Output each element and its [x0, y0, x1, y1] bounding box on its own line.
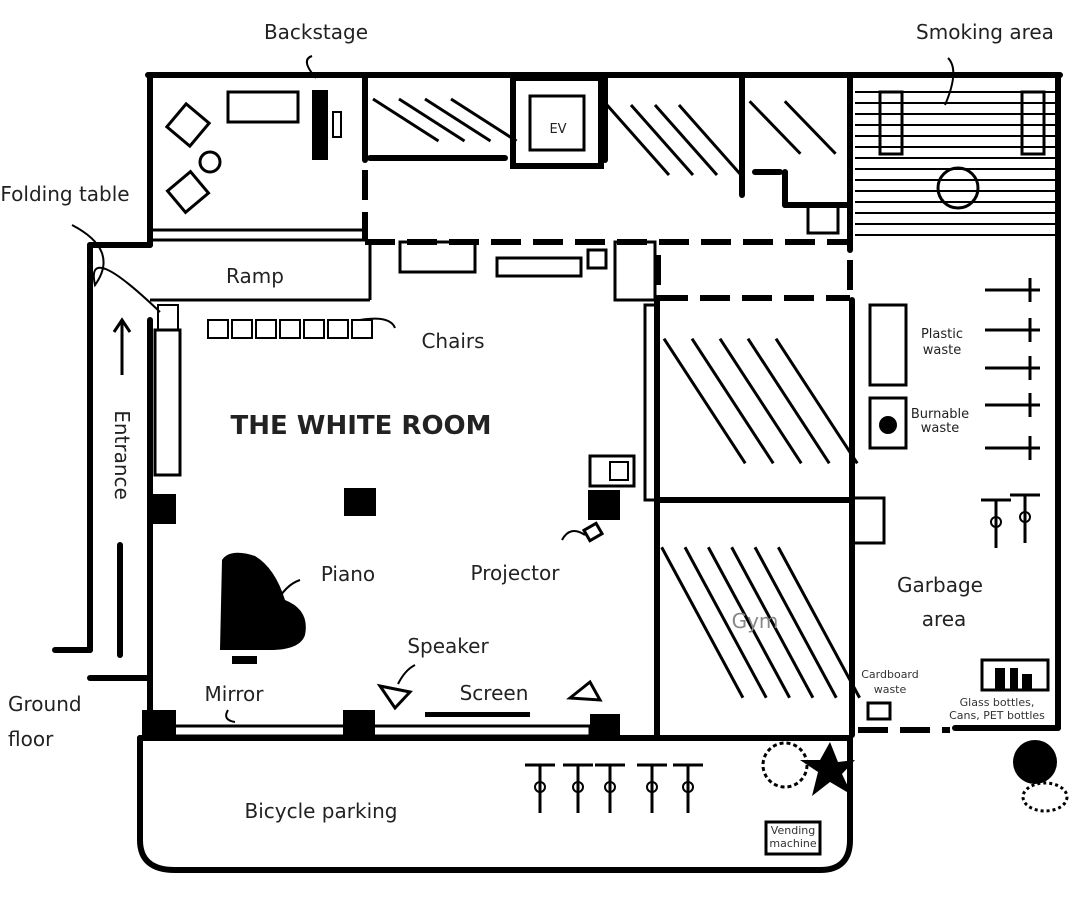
bicycle-icon [595, 763, 625, 813]
chair-icon [279, 319, 301, 339]
chair-icon [303, 319, 325, 339]
label-ev: EV [549, 122, 566, 137]
label-ramp: Ramp [226, 264, 284, 288]
bicycle-seat [604, 781, 616, 793]
label-backstage: Backstage [264, 20, 368, 44]
tree-icon [1013, 740, 1057, 784]
hatch-line [662, 337, 747, 465]
label-folding-table: Folding table [0, 182, 129, 206]
hatch-line [707, 546, 791, 699]
chair-icon [327, 319, 349, 339]
hatch-line [783, 100, 837, 155]
hatch-line [774, 337, 859, 465]
floor-label-1: Ground [8, 692, 82, 716]
bicycle-icon [985, 278, 1040, 302]
hatch-line [748, 100, 802, 155]
bicycle-icon [637, 763, 667, 813]
hatch-line [450, 97, 518, 143]
bicycle-icon [673, 763, 703, 813]
hatch-line [777, 546, 861, 699]
bicycle-icon [985, 436, 1040, 460]
bicycle-seat [572, 781, 584, 793]
room-title: THE WHITE ROOM [230, 411, 491, 441]
hatch-line [372, 97, 440, 143]
label-entrance: Entrance [110, 410, 134, 500]
hatch-line [653, 104, 719, 176]
label-mirror: Mirror [205, 682, 265, 706]
hatch-line [683, 546, 768, 699]
label-speaker: Speaker [407, 634, 489, 658]
label-piano: Piano [321, 562, 375, 586]
label-projector: Projector [471, 561, 561, 585]
hatch-line [746, 337, 831, 465]
bicycle-icon [985, 393, 1040, 417]
smoking-deck [855, 91, 1056, 236]
bicycles [525, 278, 1040, 813]
label-gym: Gym [732, 609, 779, 633]
labels: Backstage Smoking area Folding table Ram… [0, 20, 1054, 850]
bicycle-icon [525, 763, 555, 813]
shrub-icon [761, 741, 809, 789]
piano-icon [220, 552, 306, 650]
chair-icon [231, 319, 253, 339]
floor-label-2: floor [8, 727, 54, 751]
hatch-line [398, 97, 466, 143]
hatch-line [718, 337, 803, 465]
chair-icon [255, 319, 277, 339]
label-chairs: Chairs [421, 329, 484, 353]
chair-icon [351, 319, 373, 339]
label-smoking-area: Smoking area [916, 20, 1054, 44]
label-burnable-2: waste [921, 421, 959, 436]
label-plastic-2: waste [923, 343, 961, 358]
hatch-line [677, 104, 743, 176]
furniture [71, 55, 1069, 856]
label-vending-2: machine [769, 837, 817, 850]
hatch-line [424, 97, 492, 143]
bicycle-icon [563, 763, 593, 813]
bicycle-seat [1019, 511, 1031, 523]
label-garbage-area-2: area [922, 607, 967, 631]
projector-icon [581, 521, 605, 543]
walls [52, 72, 1063, 873]
label-glass-1: Glass bottles, [960, 696, 1035, 709]
hatch-line [730, 546, 815, 699]
columns [142, 488, 620, 740]
tree-icon [800, 742, 855, 796]
speaker-right-icon [566, 679, 603, 702]
bicycle-icon [985, 356, 1040, 380]
hatch-line [690, 337, 775, 465]
chair-icon [207, 319, 229, 339]
bicycle-seat [534, 781, 546, 793]
label-plastic-1: Plastic [921, 327, 963, 342]
bicycle-seat [646, 781, 658, 793]
label-vending-1: Vending [771, 824, 815, 837]
bicycle-seat [682, 781, 694, 793]
bicycle-icon [1010, 493, 1040, 543]
hatched-areas [372, 97, 861, 699]
label-cardboard-1: Cardboard [861, 668, 919, 681]
hatch-line [605, 104, 671, 176]
bicycle-seat [990, 516, 1002, 528]
label-garbage-area-1: Garbage [897, 573, 983, 597]
hatch-line [629, 104, 695, 176]
label-screen: Screen [460, 681, 529, 705]
hatch-line [753, 546, 838, 699]
label-glass-2: Cans, PET bottles [949, 709, 1045, 722]
hatch-line [660, 546, 745, 699]
bicycle-icon [985, 318, 1040, 342]
label-burnable-1: Burnable [911, 407, 969, 422]
speaker-left-icon [376, 683, 413, 711]
label-cardboard-2: waste [874, 683, 907, 696]
label-bicycle-parking: Bicycle parking [244, 799, 397, 823]
bicycle-icon [981, 498, 1011, 548]
